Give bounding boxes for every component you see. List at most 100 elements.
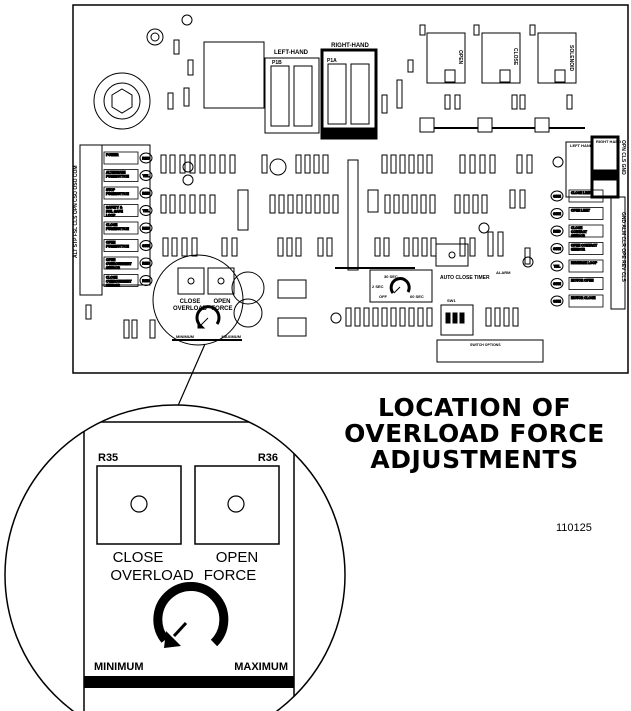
zoom-circle xyxy=(4,404,346,711)
indicator-label-box xyxy=(103,151,139,165)
timer-2-label: 2 SEC xyxy=(372,284,384,289)
led-icon xyxy=(139,275,153,286)
indicator-label-box xyxy=(568,189,604,203)
label-r36: R36 xyxy=(258,452,278,464)
indicator-label-box xyxy=(103,274,139,287)
board-overload-label: OVERLOAD xyxy=(173,306,208,312)
small-component xyxy=(181,14,193,26)
zoom-panel xyxy=(83,421,295,711)
indicator-label: OVERCURRENT xyxy=(106,280,131,284)
led-color-label: RED xyxy=(553,230,561,234)
relay-driver-strip xyxy=(419,94,585,133)
indicator-label: MOTOR OPEN xyxy=(571,279,594,283)
led-color-label: YEL xyxy=(143,209,151,213)
board-close-label: CLOSE xyxy=(180,299,201,305)
timer-30-label: 30 SEC xyxy=(384,274,398,279)
sw1-label: SW1 xyxy=(447,298,456,303)
indicator-label: OPEN xyxy=(106,258,116,262)
auto-close-timer xyxy=(369,243,469,303)
led-icon xyxy=(550,278,564,289)
right-terminal-label-top: OPN CLS GND xyxy=(620,140,626,175)
label-force: FORCE xyxy=(204,567,257,584)
title-line-3: ADJUSTMENTS xyxy=(370,445,579,474)
indicator-label: OPEN CONTACT xyxy=(571,244,597,248)
led-icon xyxy=(139,222,153,234)
indicator-label: CLOSE xyxy=(106,276,118,280)
indicator-label: CLOSE LIMIT xyxy=(571,191,592,195)
indicator-led: GRN MOTOR OPEN xyxy=(550,277,604,290)
indicator-label: STOP xyxy=(106,188,116,192)
component-array xyxy=(160,154,534,271)
indicator-label-box xyxy=(103,256,139,270)
timer-off-label: OFF xyxy=(379,294,388,299)
diagram-title: LOCATION OF OVERLOAD FORCE ADJUSTMENTS xyxy=(318,395,631,473)
indicator-label: ALTERNATE xyxy=(106,171,126,175)
title-line-2: OVERLOAD FORCE xyxy=(344,419,605,448)
indicator-label: SAFETY & xyxy=(106,206,123,210)
indicator-label: FAIL SAFE xyxy=(106,210,124,214)
led-color-label: RED xyxy=(142,192,150,196)
indicator-label-box xyxy=(103,169,139,182)
indicator-label-box xyxy=(568,207,604,220)
led-icon xyxy=(550,295,564,307)
indicator-label: PUSHBUTTON xyxy=(106,227,129,231)
indicator-label-box xyxy=(568,294,604,308)
switch-options-label: SWITCH OPTIONS xyxy=(470,343,501,347)
indicator-label-box xyxy=(568,259,604,273)
indicator-label-box xyxy=(568,242,604,255)
fuse-b xyxy=(277,317,307,337)
indicator-label: SENSOR xyxy=(571,234,586,238)
indicator-label: PUSHBUTTON xyxy=(106,175,129,179)
indicator-label: MOTOR CLOSE xyxy=(571,296,596,300)
alarm-label: ALARM xyxy=(496,270,511,275)
capacitor-top xyxy=(146,28,164,46)
right-terminal-label-bottom: GND ALM CLR OPE REV CLS xyxy=(620,212,626,282)
label-p1a: P1A xyxy=(327,58,337,64)
zoom-detail: R35 R36 CLOSE OVERLOAD OPEN FORCE MINIMU… xyxy=(4,404,346,711)
right-terminal-strip xyxy=(610,196,626,310)
indicator-label: PUSHBUTTON xyxy=(106,245,129,249)
switch-block xyxy=(436,304,544,363)
board-outline xyxy=(72,4,629,374)
label-p1b: P1B xyxy=(272,60,282,66)
led-icon xyxy=(139,257,153,269)
fuse-holder xyxy=(93,72,151,130)
led-icon xyxy=(139,152,153,164)
ic-strip xyxy=(347,159,359,271)
title-line-1: LOCATION OF xyxy=(377,393,572,422)
board-force-label: FORCE xyxy=(212,306,233,312)
led-color-label: YEL xyxy=(554,265,562,269)
dial-arrow-head xyxy=(164,631,181,648)
force-dial-arc xyxy=(153,582,229,647)
indicator-label: CLOSE xyxy=(106,223,118,227)
led-color-label: GRN xyxy=(553,195,561,199)
auto-close-timer-label: AUTO CLOSE TIMER xyxy=(440,275,490,281)
relay-solenoid xyxy=(537,32,577,84)
relay-open xyxy=(426,32,466,84)
fuse-a xyxy=(277,279,307,299)
relay-label-close: CLOSE xyxy=(512,48,518,66)
timer-60-label: 60 SEC xyxy=(410,294,424,299)
label-overload: OVERLOAD xyxy=(110,567,194,584)
connector-right xyxy=(565,135,620,199)
label-close: CLOSE xyxy=(113,549,164,566)
indicator-label: PUSHBUTTON xyxy=(106,192,129,196)
pot-r36-screw xyxy=(227,495,245,513)
led-icon xyxy=(139,170,153,181)
indicator-label: CLOSE xyxy=(571,226,583,230)
led-color-label: GRN xyxy=(553,282,561,286)
led-color-label: RED xyxy=(142,262,150,266)
label-left-hand: LEFT-HAND xyxy=(274,50,309,56)
indicator-label-box xyxy=(103,204,139,217)
dial-arrow-shaft xyxy=(172,621,188,638)
transformer xyxy=(203,41,265,109)
led-icon xyxy=(550,260,564,272)
